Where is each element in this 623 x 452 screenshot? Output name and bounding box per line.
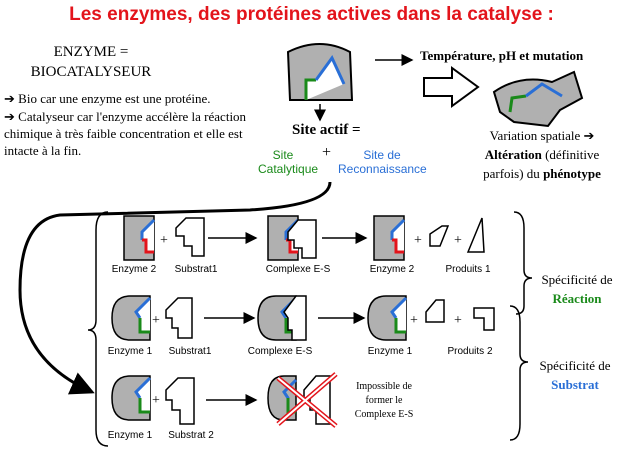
product-icon	[473, 307, 495, 331]
plus-label: +	[322, 144, 332, 161]
row1-complex-icon	[267, 215, 317, 261]
bullet-item: ➔ Catalyseur car l'enzyme accélère la ré…	[4, 109, 247, 158]
bracket-substrate	[509, 305, 529, 441]
arrow-icon: ➔	[583, 128, 595, 143]
specificity-substrate: Spécificité de Substrat	[539, 358, 611, 392]
recognition-site-label: Site de Reconnaissance	[338, 148, 427, 176]
row3-failed-complex-icon	[267, 372, 338, 428]
variation-text: Variation spatiale ➔ Altération (définit…	[483, 128, 601, 181]
row1-enzyme-after-label: Enzyme 2	[369, 264, 415, 275]
row1-substrate-label: Substrat1	[174, 264, 218, 275]
plus-icon: +	[454, 233, 462, 248]
row1-substrate-icon	[175, 217, 205, 257]
row1-enzyme-icon	[123, 215, 156, 261]
plus-icon: +	[152, 313, 160, 328]
connector-arrow	[18, 181, 332, 395]
definition: ENZYME = BIOCATALYSEUR	[6, 42, 176, 82]
specificity-reaction: Spécificité de Réaction	[541, 272, 613, 306]
row3-enzyme-label: Enzyme 1	[107, 430, 153, 441]
row2-substrate-label: Substrat1	[168, 346, 212, 357]
active-site-label: Site actif =	[292, 122, 361, 138]
bullet-item: ➔ Bio car une enzyme est une protéine.	[4, 91, 211, 106]
bracket-reaction	[513, 211, 533, 315]
row1-enzyme-after-icon	[373, 215, 406, 261]
plus-icon: +	[160, 233, 168, 248]
row2-enzyme-label: Enzyme 1	[107, 346, 153, 357]
arrow-icon: ➔	[4, 91, 15, 106]
product-icon	[425, 299, 445, 323]
row2-substrate-icon	[165, 297, 193, 339]
plus-icon: +	[410, 313, 418, 328]
enzyme-top-icon	[286, 43, 354, 101]
impossible-label: Impossible de former le Complexe E-S	[354, 381, 414, 420]
bullet-list: ➔ Bio car une enzyme est une protéine. ➔…	[4, 90, 274, 160]
definition-line2: BIOCATALYSEUR	[30, 64, 152, 80]
product-icon	[466, 217, 485, 253]
row1-enzyme-label: Enzyme 2	[111, 264, 157, 275]
row2-enzyme-after-label: Enzyme 1	[367, 346, 413, 357]
definition-line1: ENZYME =	[53, 44, 129, 60]
factors-label: Température, pH et mutation	[420, 48, 584, 63]
row2-complex-icon	[257, 295, 307, 341]
page-title: Les enzymes, des protéines actives dans …	[69, 4, 554, 25]
row2-enzyme-after-icon	[367, 295, 408, 341]
enzyme-altered-icon	[492, 70, 584, 128]
row1-products-label: Produits 1	[445, 264, 491, 275]
row2-enzyme-icon	[111, 295, 152, 341]
row3-substrate-label: Substrat 2	[168, 430, 214, 441]
hollow-arrow-icon	[423, 66, 480, 108]
plus-icon: +	[454, 313, 462, 328]
plus-icon: +	[152, 393, 160, 408]
plus-icon: +	[414, 233, 422, 248]
catalytic-site-label: Site Catalytique	[258, 148, 319, 176]
row2-complex-label: Complexe E-S	[247, 346, 313, 357]
row2-products-label: Produits 2	[447, 346, 493, 357]
product-icon	[429, 225, 450, 247]
left-bracket	[87, 211, 109, 447]
row3-enzyme-icon	[111, 375, 152, 421]
arrow-icon: ➔	[4, 109, 15, 124]
row3-substrate-icon	[165, 377, 195, 425]
row1-complex-label: Complexe E-S	[265, 264, 331, 275]
